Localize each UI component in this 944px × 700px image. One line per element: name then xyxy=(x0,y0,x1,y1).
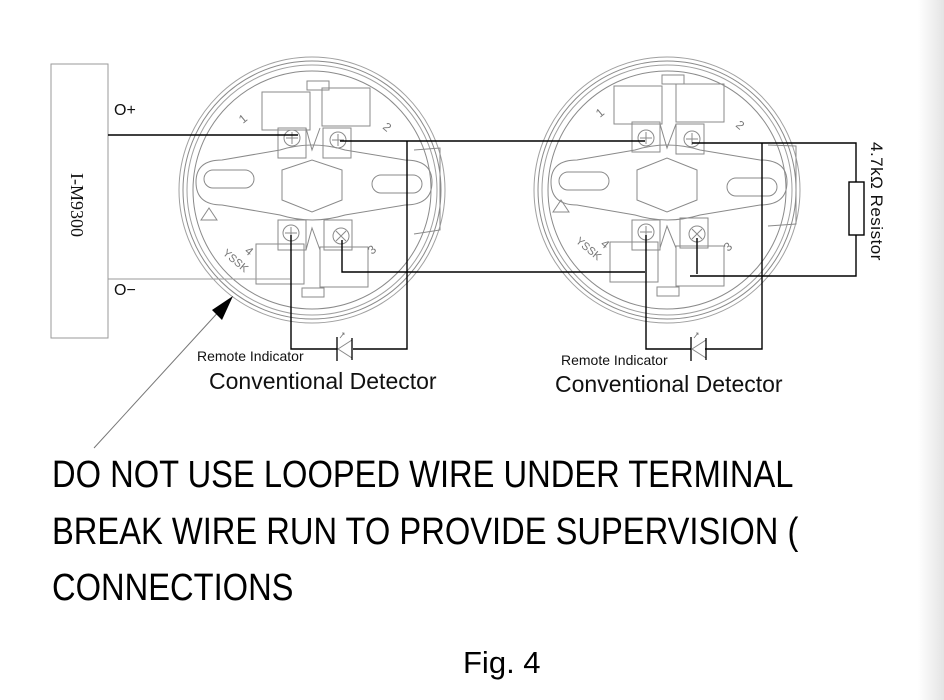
detector-base-2: 1 2 3 4 YSSK xyxy=(533,56,801,324)
terminal-3-icon xyxy=(319,219,369,288)
terminal-2-icon xyxy=(321,87,371,159)
recycle-icon xyxy=(552,199,570,213)
detector-title-2: Conventional Detector xyxy=(555,371,783,397)
mounting-slot-left xyxy=(203,169,255,189)
warning-leader-arrow xyxy=(93,296,233,449)
module-box xyxy=(50,63,109,339)
terminal-number-2: 2 xyxy=(733,118,747,133)
wire-ri1-a xyxy=(290,235,338,350)
detector-base-1: 1 2 3 4 YSSK xyxy=(178,56,446,324)
mounting-plate xyxy=(195,144,433,221)
negative-terminal-label: O− xyxy=(114,282,136,299)
warning-line-2: BREAK WIRE RUN TO PROVIDE SUPERVISION ( xyxy=(52,511,799,553)
terminal-1-icon xyxy=(261,91,311,159)
led-icon-1 xyxy=(336,332,353,361)
wire-ri2-a xyxy=(645,235,691,350)
wires xyxy=(108,134,865,350)
mounting-plate xyxy=(550,144,788,221)
remote-indicator-label-2: Remote Indicator xyxy=(561,352,668,368)
wire-ri2-b xyxy=(705,143,763,350)
wire-ri1-b xyxy=(353,141,408,350)
center-hex xyxy=(636,157,698,213)
terminal-number-3: 3 xyxy=(365,242,379,257)
terminal-4-icon xyxy=(255,219,307,285)
mounting-slot-right xyxy=(371,174,423,194)
terminal-number-4: 4 xyxy=(242,244,256,259)
warning-line-1: DO NOT USE LOOPED WIRE UNDER TERMINAL xyxy=(52,454,794,496)
terminal-1-icon xyxy=(613,85,663,153)
led-icon-2 xyxy=(690,332,707,361)
positive-terminal-label: O+ xyxy=(114,102,136,119)
base-marking: YSSK xyxy=(573,235,604,263)
resistor-label: 4.7kΩ Resistor xyxy=(867,142,886,261)
wire-negative-eol xyxy=(690,235,857,277)
terminal-2-icon xyxy=(675,83,725,155)
detector-title-1: Conventional Detector xyxy=(209,368,437,394)
mounting-slot-right xyxy=(726,177,778,197)
terminal-number-3: 3 xyxy=(721,239,735,254)
mounting-slot-left xyxy=(558,171,610,191)
terminal-number-1: 1 xyxy=(593,105,607,120)
module-label: I-M9300 xyxy=(67,173,87,237)
center-hex xyxy=(281,159,343,213)
page-edge-shadow xyxy=(918,0,944,700)
resistor-icon xyxy=(848,181,865,236)
terminal-number-1: 1 xyxy=(236,111,250,126)
recycle-icon xyxy=(200,207,218,221)
warning-line-3: CONNECTIONS xyxy=(52,567,294,609)
figure-caption: Fig. 4 xyxy=(463,645,541,680)
terminal-number-2: 2 xyxy=(380,120,394,135)
wire-positive-eol xyxy=(692,142,857,182)
remote-indicator-label-1: Remote Indicator xyxy=(197,348,304,364)
wire-negative-link xyxy=(341,240,645,273)
terminal-3-icon xyxy=(675,217,725,287)
